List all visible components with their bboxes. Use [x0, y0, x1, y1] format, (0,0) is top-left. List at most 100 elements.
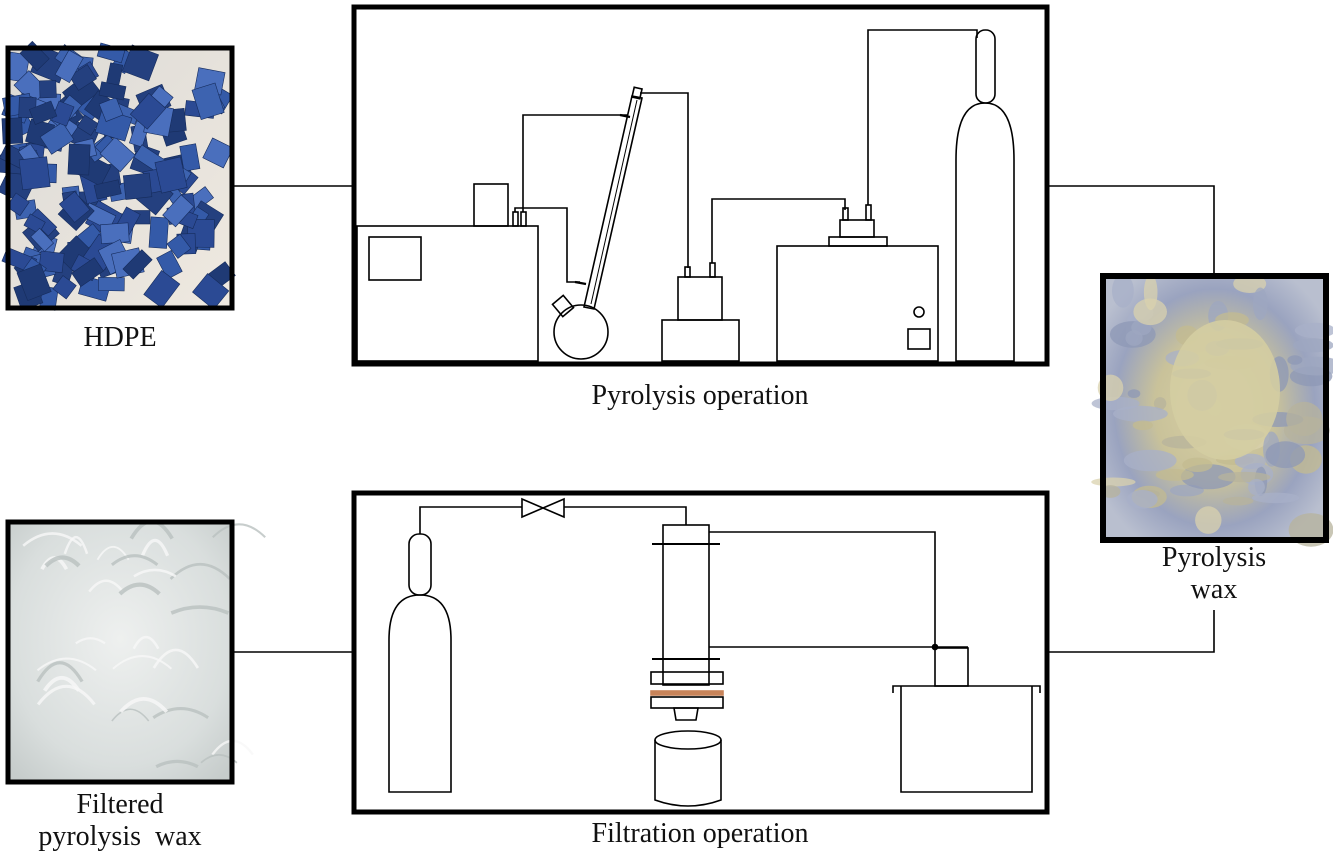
heating-bath [892, 685, 1041, 693]
filter-column [662, 524, 710, 686]
hdpe-flake [156, 249, 183, 280]
hdpe-flake [129, 92, 167, 130]
wax-swirl [132, 635, 160, 650]
filtered-wax-photo [5, 519, 266, 785]
wax-blob [1132, 420, 1153, 431]
wax-swirl [155, 759, 199, 769]
connector-pyrolysis-to-wax [1047, 185, 1215, 275]
heater-display [368, 236, 422, 281]
round-bottom-flask [553, 304, 609, 360]
controller-display [907, 328, 931, 350]
flow-controller-unit [776, 245, 939, 362]
hdpe-flake [6, 192, 30, 217]
filtration-operation-label: Filtration operation [591, 818, 809, 849]
hdpe-flake [51, 100, 75, 127]
hdpe-flake [18, 156, 51, 191]
collection-base [661, 319, 740, 362]
flask-side-neck [551, 294, 575, 318]
hdpe-flake [58, 190, 91, 223]
pyrolysis-wax-photo [1091, 273, 1333, 547]
wax-blob [1222, 496, 1254, 506]
hdpe-flake [54, 49, 84, 84]
wax-swirl [112, 655, 173, 670]
gas-cylinder-pyrolysis [955, 102, 1015, 362]
wax-swirl [133, 568, 177, 578]
hdpe-flake [68, 64, 97, 91]
hdpe-flake [192, 273, 230, 310]
wax-blob [1133, 298, 1167, 326]
hdpe-flake [16, 263, 52, 302]
filtered-wax-label: Filtered pyrolysis wax [38, 789, 202, 853]
hdpe-flake [39, 121, 75, 155]
pyrolysis-apparatus [351, 4, 1050, 367]
wax-core [1170, 320, 1280, 460]
hdpe-flake [93, 179, 122, 200]
wax-swirl [22, 532, 83, 547]
hdpe-flake [162, 194, 195, 228]
wax-blob [1127, 389, 1141, 398]
wax-swirl [36, 657, 97, 672]
filtration-frame [351, 490, 1050, 815]
wax-swirl [152, 707, 209, 720]
hdpe-flake [52, 275, 77, 300]
hdpe-label: HDPE [83, 322, 157, 353]
controller-knob [913, 306, 925, 318]
hdpe-flake [148, 216, 169, 249]
wax-blob [1091, 477, 1136, 487]
wax-swirl [119, 697, 169, 714]
wax-blob [1265, 441, 1306, 469]
hdpe-flake [179, 143, 201, 172]
valve [521, 497, 546, 519]
wax-blob [1153, 397, 1167, 410]
hdpe-flake [67, 143, 91, 176]
wax-blob [1218, 471, 1271, 483]
wax-swirl [118, 582, 161, 596]
hdpe-flake [122, 172, 153, 200]
wax-blob [1112, 274, 1134, 308]
wax-swirl [36, 685, 96, 706]
hdpe-flake [97, 276, 125, 292]
wax-blob [1123, 449, 1177, 472]
heater-top-box [473, 183, 509, 227]
wax-swirl [169, 563, 231, 580]
hdpe-photo [0, 40, 236, 311]
wax-swirl [63, 535, 89, 555]
filtration-apparatus [351, 490, 1050, 815]
hdpe-flake [99, 136, 136, 173]
hdpe-flake [98, 81, 127, 101]
hdpe-flake [1, 117, 24, 145]
wax-swirl [212, 523, 266, 539]
wax-swirl [140, 538, 170, 557]
wax-swirl [110, 554, 159, 566]
wax-blob [1155, 469, 1194, 481]
wax-blob [1182, 457, 1213, 472]
wax-blob [1248, 478, 1265, 496]
wax-blob [1113, 405, 1168, 422]
wax-blob [1126, 490, 1158, 509]
hdpe-flake [39, 79, 57, 99]
pyrolysis-operation-label: Pyrolysis operation [591, 380, 809, 411]
hdpe-flake [202, 137, 234, 169]
hdpe-flakes [0, 40, 236, 311]
hdpe-flake [99, 222, 130, 244]
wax-swirl [36, 661, 84, 683]
wax-swirl [152, 648, 200, 669]
pyrolysis-frame [351, 4, 1050, 367]
condenser-column [583, 95, 643, 310]
wax-swirl [170, 605, 230, 615]
connector-wax-to-filtration [1047, 610, 1215, 653]
heater-unit [356, 225, 539, 362]
hdpe-flake [166, 233, 192, 259]
hdpe-flake [30, 227, 54, 252]
hdpe-flake [28, 100, 58, 125]
wax-blob [1252, 492, 1300, 504]
wax-blob [1195, 506, 1222, 534]
collection-vessel [677, 276, 723, 321]
wax-swirl [111, 708, 150, 722]
pyrolysis-wax-label: Pyrolysis wax [1161, 542, 1267, 606]
hdpe-flake [76, 114, 99, 136]
wax-blob [1286, 401, 1323, 436]
hdpe-flake [154, 156, 188, 194]
filtrate-beaker [654, 740, 722, 807]
